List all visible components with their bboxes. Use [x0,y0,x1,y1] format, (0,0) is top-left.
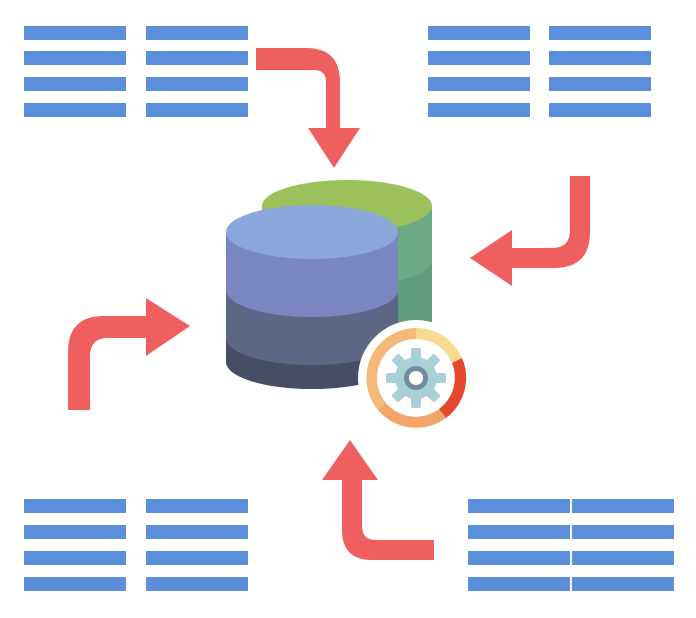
gear-icon [358,320,474,436]
table-icon-top-left [24,26,248,117]
arrow-icon-top-right [470,176,590,286]
arrow-icon-top-left [256,48,360,168]
arrow-icon-bottom-left [68,298,190,410]
arrow-icon-bottom-right [322,440,434,560]
table-icon-bottom-left [24,499,248,591]
database-icon [226,180,432,389]
table-icon-bottom-right [468,499,674,591]
database-front-cylinder [226,205,398,389]
table-icon-top-right [428,26,651,117]
